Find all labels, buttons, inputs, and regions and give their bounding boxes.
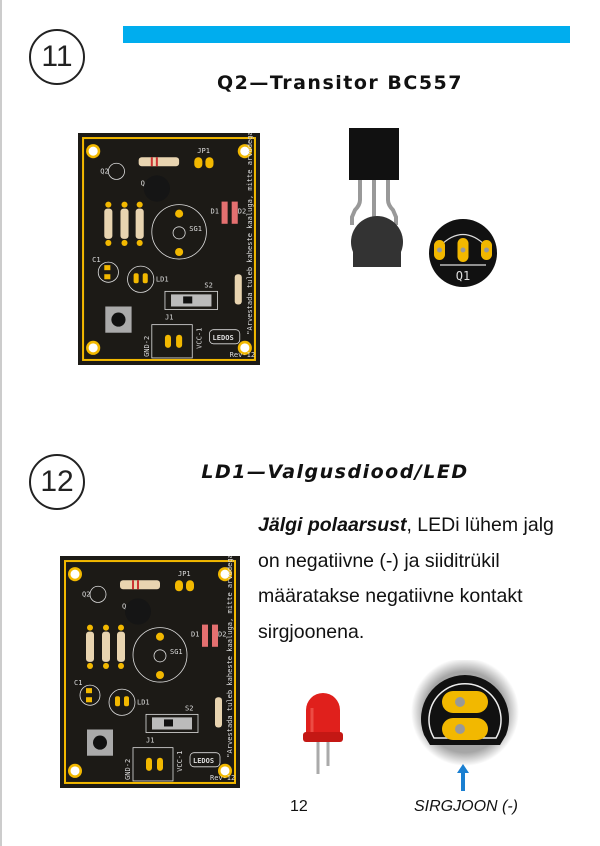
red-led-icon <box>303 693 343 774</box>
step-number-12: 12 <box>29 454 85 510</box>
led-footprint-icon <box>411 660 519 766</box>
silkscreen-label: GND-2 <box>123 759 132 780</box>
polarity-emphasis: Jälgi polaarsust <box>258 514 407 536</box>
silkscreen-label: JP1 <box>197 146 210 155</box>
silkscreen-label: VCC-1 <box>194 328 203 349</box>
transistor-side-icon <box>349 128 403 267</box>
silkscreen-label: LEDOS <box>193 756 214 765</box>
pcb-board-image: JP1 Q2 Q SG1 D1 D2 C1 LD1 S2 J1 GND-2 VCC-… <box>78 59 260 365</box>
silkscreen-label: Q2 <box>100 166 109 175</box>
q1-label: Q1 <box>456 269 470 283</box>
silkscreen-label: JP1 <box>178 569 191 578</box>
silkscreen-label: D2 <box>238 207 247 216</box>
pcb-board-image: JP1 Q2 Q SG1 D1 D2 C1 LD1 S2 J1 GND-2 VCC-… <box>60 482 240 788</box>
silkscreen-label: "Arvestada tuleb kaheste kaaluga, mitte … <box>225 556 234 758</box>
silkscreen-label: D2 <box>218 630 226 639</box>
straight-line-caption: SIRGJOON (-) <box>414 798 518 815</box>
silkscreen-label: D1 <box>210 207 219 216</box>
silkscreen-label: S2 <box>185 703 193 712</box>
polarity-instructions: Jälgi polaarsust, LEDi lühem jalg on neg… <box>258 508 578 650</box>
silkscreen-label: J1 <box>165 313 174 322</box>
silkscreen-label: LD1 <box>137 697 150 706</box>
page-edge <box>0 0 2 846</box>
silkscreen-label: Q2 <box>82 589 90 598</box>
q1-footprint-icon: Q1 <box>429 219 497 287</box>
silkscreen-label: LEDOS <box>212 333 233 342</box>
silkscreen-label: GND-2 <box>142 336 151 357</box>
silkscreen-label: LD1 <box>156 274 169 283</box>
silkscreen-label: Rev-12 <box>210 773 235 782</box>
silkscreen-label: J1 <box>146 736 154 745</box>
silkscreen-label: D1 <box>191 630 199 639</box>
polarity-text: , LEDi lühem jalg on negatiivne (-) ja s… <box>258 514 554 643</box>
silkscreen-label: C1 <box>92 255 101 264</box>
step-11-title: Q2—Transitor BC557 <box>217 72 463 94</box>
silkscreen-label: SG1 <box>170 647 183 656</box>
page-number: 12 <box>290 798 308 815</box>
silkscreen-label: SG1 <box>189 224 202 233</box>
silkscreen-label: S2 <box>204 280 213 289</box>
silkscreen-label: Rev-12 <box>230 350 255 359</box>
arrow-up-icon <box>457 764 469 791</box>
accent-bar <box>123 26 570 43</box>
step-12-title: LD1—Valgusdiood/LED <box>201 461 469 483</box>
step-number-11: 11 <box>29 29 85 85</box>
silkscreen-label: "Arvestada tuleb kaheste kaaluga, mitte … <box>245 133 254 335</box>
silkscreen-label: VCC-1 <box>175 751 184 772</box>
silkscreen-label: Q <box>122 601 126 610</box>
silkscreen-label: Q <box>141 178 145 187</box>
silkscreen-label: C1 <box>74 678 82 687</box>
